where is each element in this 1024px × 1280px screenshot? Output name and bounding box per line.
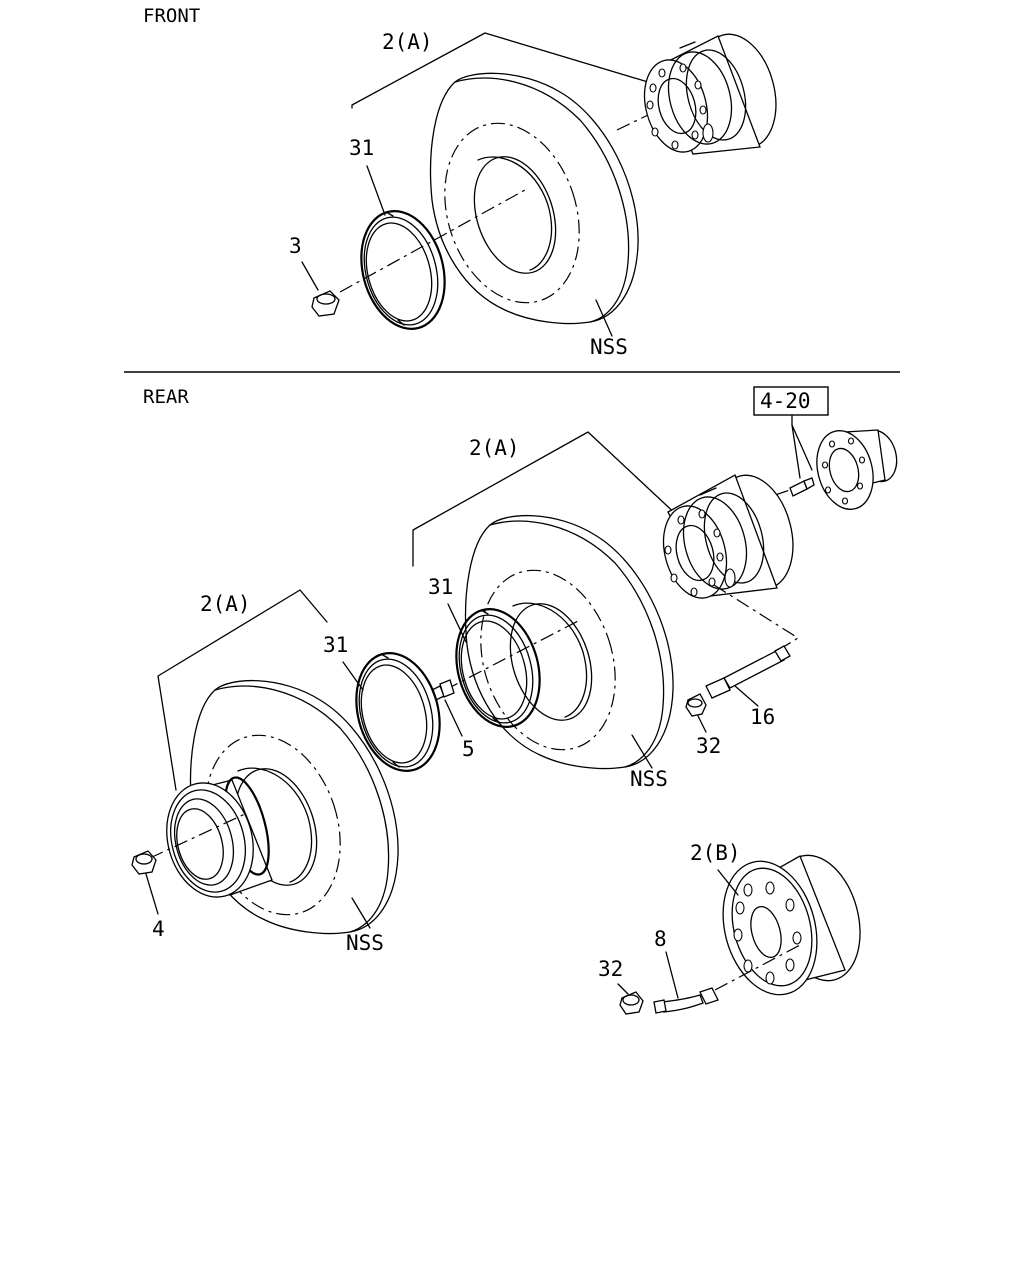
- label-rear-bolt: 5: [462, 737, 475, 761]
- rear-outer-axis: [149, 813, 246, 859]
- hub-bolt: [789, 477, 815, 497]
- rear-inner-wheel-rim: [662, 474, 794, 599]
- label-rear-outer-ring: 31: [323, 633, 348, 657]
- front-tire: [429, 72, 639, 325]
- label-rear-inner-ring: 31: [428, 575, 453, 599]
- spare-axis: [714, 944, 801, 991]
- valve-extension: [653, 987, 719, 1014]
- leader-rear-inner-tire: [631, 734, 653, 769]
- stud-nut: [685, 693, 707, 717]
- label-front-assembly: 2(A): [382, 30, 433, 54]
- label-rear-outer-assembly: 2(A): [200, 592, 251, 616]
- label-front-nut: 3: [289, 234, 302, 258]
- rear-inner-side-ring: [455, 608, 541, 728]
- rear-outer-side-ring: [355, 652, 441, 772]
- leader-rear-bolt: [444, 699, 463, 737]
- label-rear-stud-nut: 32: [696, 734, 721, 758]
- front-assembly-bracket: [351, 32, 649, 109]
- front-section-title: FRONT: [143, 5, 200, 27]
- leader-spare-nut: [617, 983, 629, 995]
- leader-rear-stud-nut: [697, 715, 707, 733]
- leader-rear-outer-ring: [342, 661, 364, 691]
- front-wheel-nut: [311, 290, 340, 317]
- rear-outer-nut: [131, 850, 157, 875]
- rear-outer-assembly-bracket: [157, 589, 328, 791]
- leader-front-nut: [301, 261, 319, 291]
- label-rear-inner-assembly: 2(A): [469, 436, 520, 460]
- leader-rear-stud: [734, 685, 759, 707]
- label-rear-outer-tire: NSS: [346, 931, 384, 955]
- front-wheel-rim: [643, 33, 777, 155]
- front-axis-line: [616, 114, 649, 131]
- rear-inner-tire: [464, 514, 674, 770]
- front-ring-axis: [339, 189, 526, 293]
- rear-inner-assembly-bracket: [412, 431, 681, 567]
- label-spare-adapter: 8: [654, 927, 667, 951]
- leader-front-tire: [595, 299, 613, 337]
- spare-nut: [619, 991, 644, 1015]
- leader-spare-adapter: [665, 951, 679, 999]
- label-rear-stud: 16: [750, 705, 775, 729]
- wheel-stud: [705, 645, 791, 699]
- label-spare-nut: 32: [598, 957, 623, 981]
- front-side-ring: [360, 210, 446, 330]
- rear-section-title: REAR: [143, 386, 189, 408]
- label-front-tire: NSS: [590, 335, 628, 359]
- spare-wheel-rim: [722, 854, 861, 996]
- reference-box: [753, 386, 829, 416]
- rear-outer-wheel-rim: [166, 776, 273, 898]
- leader-front-ring: [366, 165, 386, 216]
- stud-guide-line: [713, 584, 800, 681]
- leader-rear-outer-nut: [145, 873, 159, 915]
- leader-reference-bolt: [791, 424, 801, 479]
- leader-rear-outer-tire: [351, 897, 371, 929]
- hub-axis: [774, 489, 791, 496]
- leader-rear-inner-ring: [447, 603, 467, 643]
- leader-spare-wheel: [717, 869, 739, 896]
- label-rear-outer-nut: 4: [152, 917, 165, 941]
- rear-hub: [816, 429, 898, 510]
- label-front-ring: 31: [349, 136, 374, 160]
- label-rear-inner-tire: NSS: [630, 767, 668, 791]
- label-reference-box: 4-20: [760, 389, 811, 413]
- label-spare-wheel: 2(B): [690, 841, 741, 865]
